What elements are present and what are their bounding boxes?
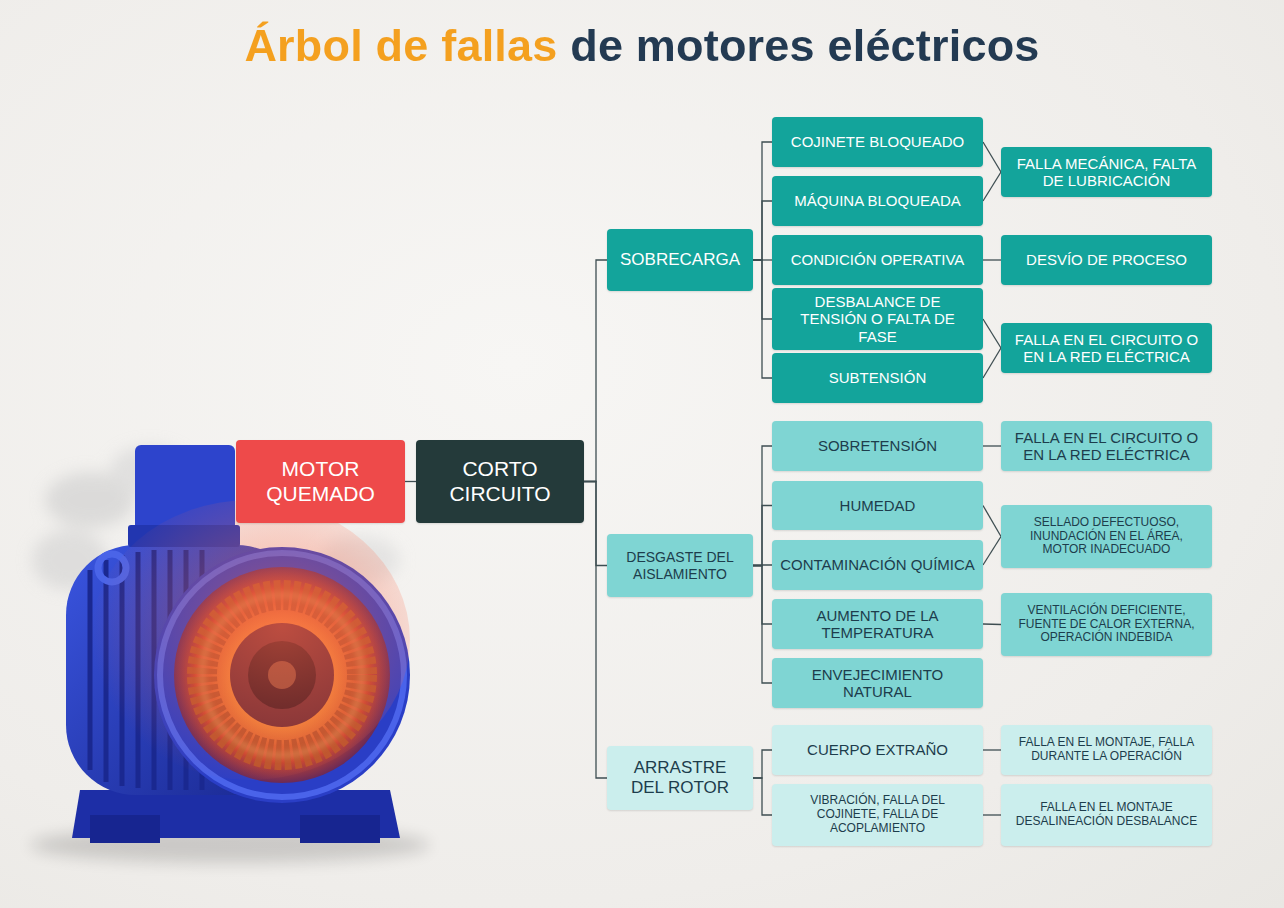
- root-cause-box: FALLA EN EL MONTAJE DESALINEACIÓN DESBAL…: [1001, 784, 1212, 846]
- cause-box: DESBALANCE DE TENSIÓN O FALTA DE FASE: [772, 288, 983, 350]
- box-text: MÁQUINA BLOQUEADA: [794, 192, 961, 209]
- cause-box: VIBRACIÓN, FALLA DEL COJINETE, FALLA DE …: [772, 784, 983, 846]
- connector-line: [983, 814, 1001, 815]
- box-text: SUBTENSIÓN: [829, 369, 927, 386]
- cause-box: CONTAMINACIÓN QUÍMICA: [772, 540, 983, 590]
- connector-line: [983, 319, 1001, 348]
- box-text: CONDICIÓN OPERATIVA: [791, 251, 965, 268]
- connector-line: [753, 506, 772, 566]
- box-text: SOBRECARGA: [620, 250, 740, 270]
- connector-line: [753, 778, 772, 815]
- box-text: FALLA MECÁNICA, FALTA DE LUBRICACIÓN: [1009, 155, 1204, 190]
- connector-line: [983, 506, 1001, 537]
- box-text: VENTILACIÓN DEFICIENTE, FUENTE DE CALOR …: [1009, 604, 1204, 645]
- connector-line: [983, 749, 1001, 750]
- connector-line: [584, 260, 607, 482]
- motor-base: [72, 790, 400, 843]
- cause-box: SOBRETENSIÓN: [772, 421, 983, 471]
- box-text: ENVEJECIMIENTO NATURAL: [780, 666, 975, 701]
- root-cause-box: DESVÍO DE PROCESO: [1001, 235, 1212, 285]
- box-text: FALLA EN EL MONTAJE, FALLA DURANTE LA OP…: [1009, 736, 1204, 764]
- cause-group-box: DESGASTE DEL AISLAMIENTO: [607, 534, 753, 597]
- cause-box: MÁQUINA BLOQUEADA: [772, 176, 983, 226]
- box-text: MOTOR QUEMADO: [244, 457, 397, 505]
- cause-box: ENVEJECIMIENTO NATURAL: [772, 658, 983, 708]
- fin: [88, 570, 93, 770]
- cause-box: SUBTENSIÓN: [772, 353, 983, 403]
- connector-line: [753, 750, 772, 778]
- motor-foot: [90, 815, 160, 843]
- connector-line: [983, 259, 1001, 260]
- box-text: CONTAMINACIÓN QUÍMICA: [780, 556, 975, 573]
- box-text: DESGASTE DEL AISLAMIENTO: [615, 549, 745, 581]
- box-text: FALLA EN EL CIRCUITO O EN LA RED ELÉCTRI…: [1009, 429, 1204, 464]
- box-text: COJINETE BLOQUEADO: [791, 133, 964, 150]
- connector-line: [584, 482, 607, 779]
- connector-line: [983, 172, 1001, 201]
- connector-line: [753, 566, 772, 684]
- connector-line: [753, 201, 772, 260]
- box-text: FALLA EN EL MONTAJE DESALINEACIÓN DESBAL…: [1009, 801, 1204, 829]
- heat-glow: [90, 500, 410, 780]
- box-text: ARRASTRE DEL ROTOR: [615, 758, 745, 797]
- box-text: VIBRACIÓN, FALLA DEL COJINETE, FALLA DE …: [780, 794, 975, 835]
- diagram-title: Árbol de fallas de motores eléctricos: [244, 20, 1039, 72]
- box-text: SELLADO DEFECTUOSO, INUNDACIÓN EN EL ÁRE…: [1009, 516, 1204, 557]
- box-text: DESVÍO DE PROCESO: [1026, 251, 1187, 268]
- connector-line: [983, 142, 1001, 172]
- cause-box: CONDICIÓN OPERATIVA: [772, 235, 983, 285]
- box-text: CUERPO EXTRAÑO: [807, 741, 948, 758]
- cause-box: CUERPO EXTRAÑO: [772, 725, 983, 775]
- box-text: CORTO CIRCUITO: [424, 457, 576, 505]
- cause-group-box: ARRASTRE DEL ROTOR: [607, 746, 753, 810]
- box-text: HUMEDAD: [840, 497, 916, 514]
- root-event-box: MOTOR QUEMADO: [236, 440, 405, 523]
- main-fault-box: CORTO CIRCUITO: [416, 440, 584, 523]
- root-cause-box: VENTILACIÓN DEFICIENTE, FUENTE DE CALOR …: [1001, 593, 1212, 656]
- motor-foot: [300, 815, 380, 843]
- box-text: DESBALANCE DE TENSIÓN O FALTA DE FASE: [780, 293, 975, 345]
- root-cause-box: FALLA EN EL MONTAJE, FALLA DURANTE LA OP…: [1001, 725, 1212, 775]
- box-text: SOBRETENSIÓN: [818, 437, 937, 454]
- cause-box: AUMENTO DE LA TEMPERATURA: [772, 599, 983, 649]
- box-text: FALLA EN EL CIRCUITO O EN LA RED ELÉCTRI…: [1009, 331, 1204, 366]
- connector-line: [983, 445, 1001, 446]
- cause-box: COJINETE BLOQUEADO: [772, 117, 983, 167]
- root-cause-box: FALLA MECÁNICA, FALTA DE LUBRICACIÓN: [1001, 147, 1212, 197]
- box-text: AUMENTO DE LA TEMPERATURA: [780, 607, 975, 642]
- root-cause-box: FALLA EN EL CIRCUITO O EN LA RED ELÉCTRI…: [1001, 323, 1212, 373]
- connector-line: [753, 260, 772, 378]
- connector-line: [405, 481, 416, 482]
- connector-line: [753, 142, 772, 260]
- root-cause-box: SELLADO DEFECTUOSO, INUNDACIÓN EN EL ÁRE…: [1001, 505, 1212, 568]
- root-cause-box: FALLA EN EL CIRCUITO O EN LA RED ELÉCTRI…: [1001, 421, 1212, 471]
- connector-line: [983, 623, 1001, 625]
- connector-line: [983, 348, 1001, 378]
- cause-box: HUMEDAD: [772, 481, 983, 530]
- connector-line: [983, 537, 1001, 566]
- cause-group-box: SOBRECARGA: [607, 229, 753, 291]
- connector-line: [753, 446, 772, 566]
